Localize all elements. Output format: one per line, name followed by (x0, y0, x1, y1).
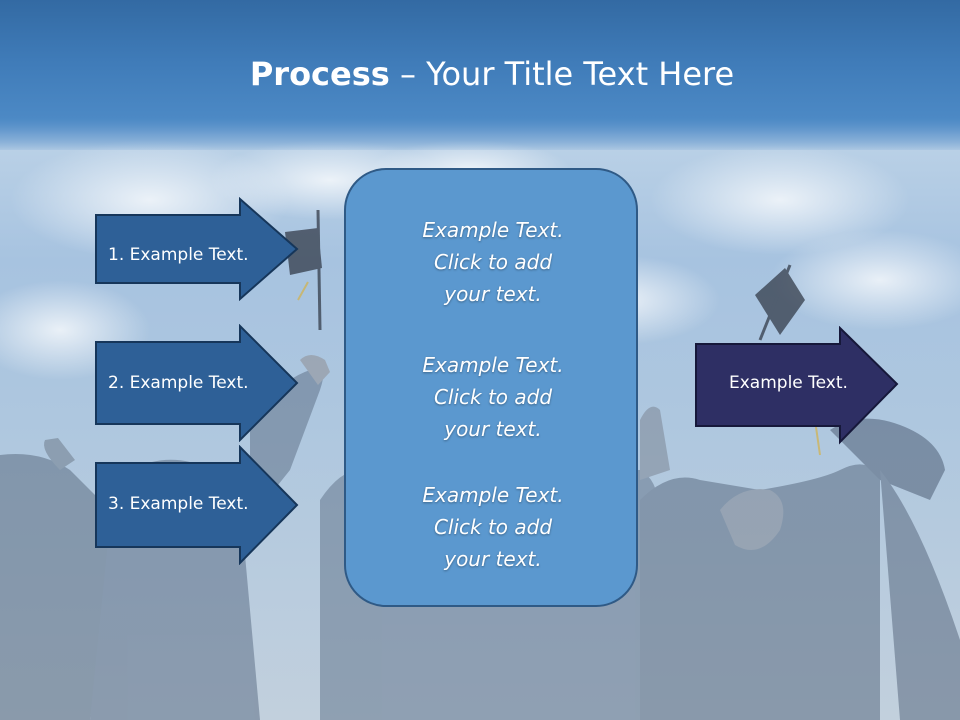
step-2-label: 2. Example Text. (108, 373, 249, 393)
center-block-1: Example Text. Click to add your text. (346, 214, 640, 310)
center-block-3-line-3: your text. (444, 547, 542, 571)
center-block-1-line-1: Example Text. (422, 218, 564, 242)
step-1-label: 1. Example Text. (108, 245, 249, 265)
center-block-1-line-2: Click to add (433, 250, 553, 274)
step-3-label: 3. Example Text. (108, 494, 249, 514)
title-bold-word: Process (249, 55, 390, 93)
center-block-1-line-3: your text. (444, 282, 542, 306)
result-label: Example Text. (729, 373, 848, 393)
step-2-arrow[interactable] (94, 324, 300, 442)
center-block-3-line-2: Click to add (433, 515, 553, 539)
title-rest: – Your Title Text Here (389, 55, 735, 93)
step-1-arrow[interactable] (94, 197, 300, 301)
center-block-2: Example Text. Click to add your text. (346, 349, 640, 445)
slide-title[interactable]: Process – Your Title Text Here (0, 52, 960, 96)
center-text-box[interactable]: Example Text. Click to add your text. Ex… (344, 168, 638, 607)
title-band (0, 0, 960, 150)
center-block-2-line-3: your text. (444, 417, 542, 441)
result-arrow[interactable] (694, 326, 900, 446)
center-block-2-line-1: Example Text. (422, 353, 564, 377)
center-block-3-line-1: Example Text. (422, 483, 564, 507)
center-block-2-line-2: Click to add (433, 385, 553, 409)
center-block-3: Example Text. Click to add your text. (346, 479, 640, 575)
step-3-arrow[interactable] (94, 445, 300, 565)
